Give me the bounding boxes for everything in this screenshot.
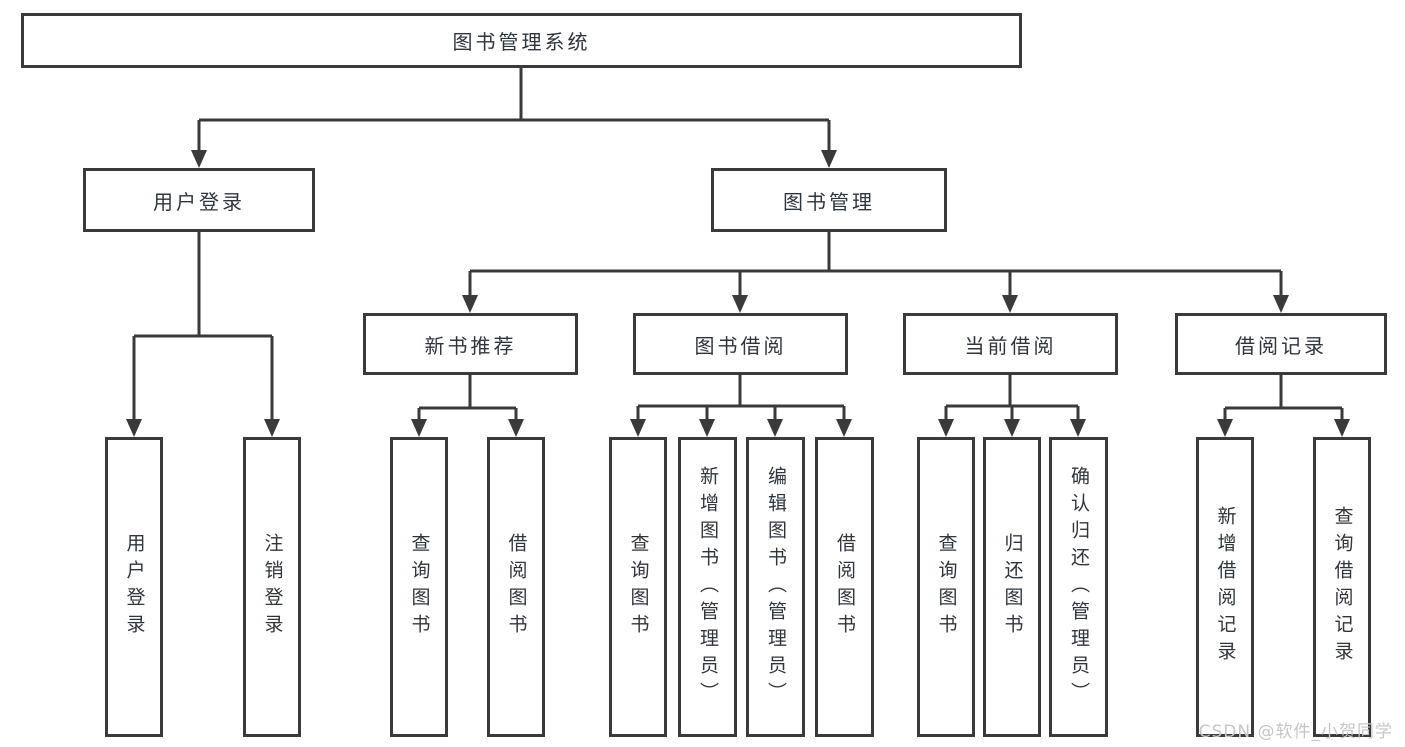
node-label: 新增图书（管理员） (697, 465, 719, 709)
node-label: 查询图书 (408, 533, 431, 641)
node-label: 确认归还（管理员） (1068, 465, 1090, 709)
leaf-records-add-record: 新增借阅记录 (1196, 437, 1254, 737)
node-label: 用户登录 (123, 533, 146, 641)
leaf-records-query-record: 查询借阅记录 (1313, 437, 1371, 737)
node-user-login: 用户登录 (83, 168, 315, 232)
node-label: 查询图书 (627, 533, 650, 641)
leaf-borrow-query-books: 查询图书 (609, 437, 667, 737)
node-borrowing-records: 借阅记录 (1175, 313, 1387, 375)
leaf-borrow-add-books-admin: 新增图书（管理员） (678, 437, 737, 737)
leaf-borrow-edit-books-admin: 编辑图书（管理员） (746, 437, 805, 737)
node-current-borrowing: 当前借阅 (903, 313, 1118, 375)
node-label: 查询借阅记录 (1331, 506, 1354, 668)
node-label: 图书管理 (783, 189, 875, 214)
node-label: 用户登录 (153, 189, 245, 214)
node-label: 新书推荐 (424, 333, 517, 358)
node-label: 借阅图书 (505, 533, 528, 641)
leaf-borrow-borrow-books: 借阅图书 (815, 437, 874, 737)
node-book-management: 图书管理 (711, 168, 947, 232)
node-label: 新增借阅记录 (1214, 506, 1237, 668)
node-label: 借阅图书 (834, 533, 856, 641)
node-label: 借阅记录 (1235, 333, 1327, 358)
leaf-new-borrow-books: 借阅图书 (487, 437, 545, 737)
node-label: 查询图书 (935, 533, 958, 641)
node-label: 编辑图书（管理员） (765, 465, 787, 709)
leaf-logout: 注销登录 (243, 437, 301, 737)
leaf-new-query-books: 查询图书 (390, 437, 448, 737)
node-new-book-recommendation: 新书推荐 (363, 313, 578, 375)
node-book-borrowing: 图书借阅 (633, 313, 848, 375)
node-label: 当前借阅 (964, 333, 1057, 358)
node-label: 注销登录 (261, 533, 284, 641)
csdn-watermark: CSDN @软件_小贺同学 (1198, 722, 1393, 742)
node-label: 图书借阅 (694, 333, 787, 358)
leaf-current-return-books: 归还图书 (983, 437, 1041, 737)
node-label: 图书管理系统 (452, 30, 591, 54)
leaf-user-login: 用户登录 (105, 437, 163, 737)
leaf-current-confirm-return-admin: 确认归还（管理员） (1049, 437, 1108, 737)
leaf-current-query-books: 查询图书 (917, 437, 975, 737)
node-label: 归还图书 (1001, 533, 1024, 641)
node-library-management-system: 图书管理系统 (21, 13, 1022, 68)
